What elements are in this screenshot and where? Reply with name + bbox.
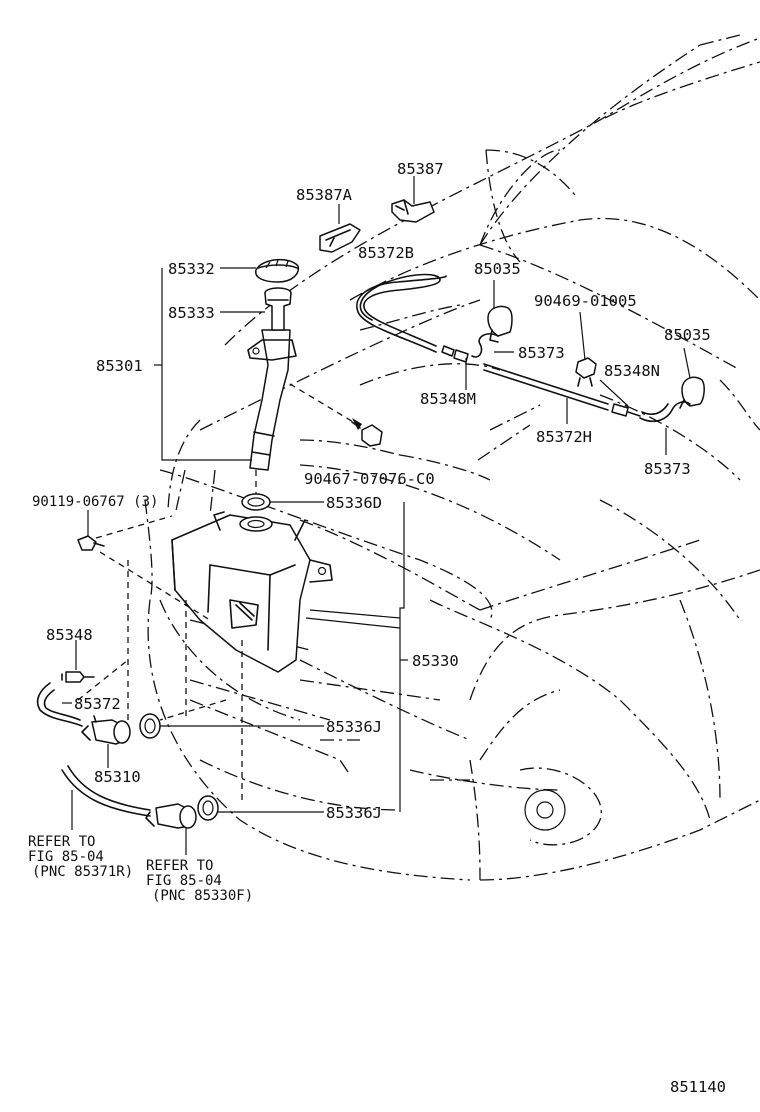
label-85348m: 85348M: [420, 390, 476, 408]
vehicle-body-outline: [144, 34, 760, 881]
label-85035-top: 85035: [474, 260, 521, 278]
label-85373-top: 85373: [518, 344, 565, 362]
nozzle-85035-top: [487, 305, 513, 343]
refer-note-left: REFER TO FIG 85-04 (PNC 85371R): [28, 834, 133, 880]
label-90467: 90467-07076-C0: [304, 470, 435, 488]
nozzle-85035-right: [679, 376, 705, 409]
refer-left-line1: REFER TO: [28, 834, 95, 850]
joint-85348: [61, 671, 95, 683]
refer-left-line2: FIG 85-04: [28, 849, 104, 865]
refer-note-right: REFER TO FIG 85-04 (PNC 85330F): [146, 858, 253, 904]
filler-neck: [247, 329, 297, 471]
label-85387: 85387: [397, 160, 444, 178]
clip-90469: [575, 357, 597, 387]
label-85372: 85372: [74, 695, 121, 713]
clip-90467: [351, 418, 383, 447]
label-90469: 90469-01005: [534, 292, 637, 310]
grommet-85336j-upper: [139, 713, 161, 739]
label-85330: 85330: [412, 652, 459, 670]
strainer-85333: [264, 287, 292, 331]
part-labels: 85387 85387A 85372B 85035 85332 90469-01…: [32, 160, 711, 822]
label-85301: 85301: [96, 357, 143, 375]
label-85336j-lower: 85336J: [326, 804, 382, 822]
label-85372b: 85372B: [358, 244, 414, 262]
label-85372h: 85372H: [536, 428, 592, 446]
leader-lines: [62, 176, 691, 855]
washer-pump-85310: [81, 715, 131, 745]
hose-85372: [36, 682, 83, 727]
label-85336j-upper: 85336J: [326, 718, 382, 736]
refer-right-line2: FIG 85-04: [146, 873, 222, 889]
label-85332: 85332: [168, 260, 215, 278]
refer-left-line3: (PNC 85371R): [32, 864, 133, 880]
fog-lamp-outline: [524, 789, 566, 831]
label-85387a: 85387A: [296, 186, 353, 204]
grommet-85336d: [241, 493, 271, 511]
label-90119: 90119-06767 (3): [32, 494, 158, 510]
hose-85372h: [441, 333, 691, 423]
hose-85372b: [356, 273, 447, 353]
cap-85332: [255, 258, 300, 283]
bracket-85387: [391, 199, 435, 223]
label-85373-right: 85373: [644, 460, 691, 478]
label-85333: 85333: [168, 304, 215, 322]
installation-guides: [77, 383, 361, 800]
washer-reservoir-tank: [171, 511, 333, 673]
label-85348n: 85348N: [604, 362, 660, 380]
refer-right-line3: (PNC 85330F): [152, 888, 253, 904]
label-85035-right: 85035: [664, 326, 711, 344]
bracket-85387a: [319, 223, 361, 253]
hose-lower-left: [61, 765, 151, 817]
label-85336d: 85336D: [326, 494, 382, 512]
refer-right-line1: REFER TO: [146, 858, 213, 874]
bolt-90119: [77, 535, 105, 551]
label-85348: 85348: [46, 626, 93, 644]
figure-id: 851140: [670, 1078, 726, 1096]
label-85310: 85310: [94, 768, 141, 786]
grommet-85336j-lower: [197, 795, 219, 821]
washer-pump-lower: [145, 803, 197, 829]
